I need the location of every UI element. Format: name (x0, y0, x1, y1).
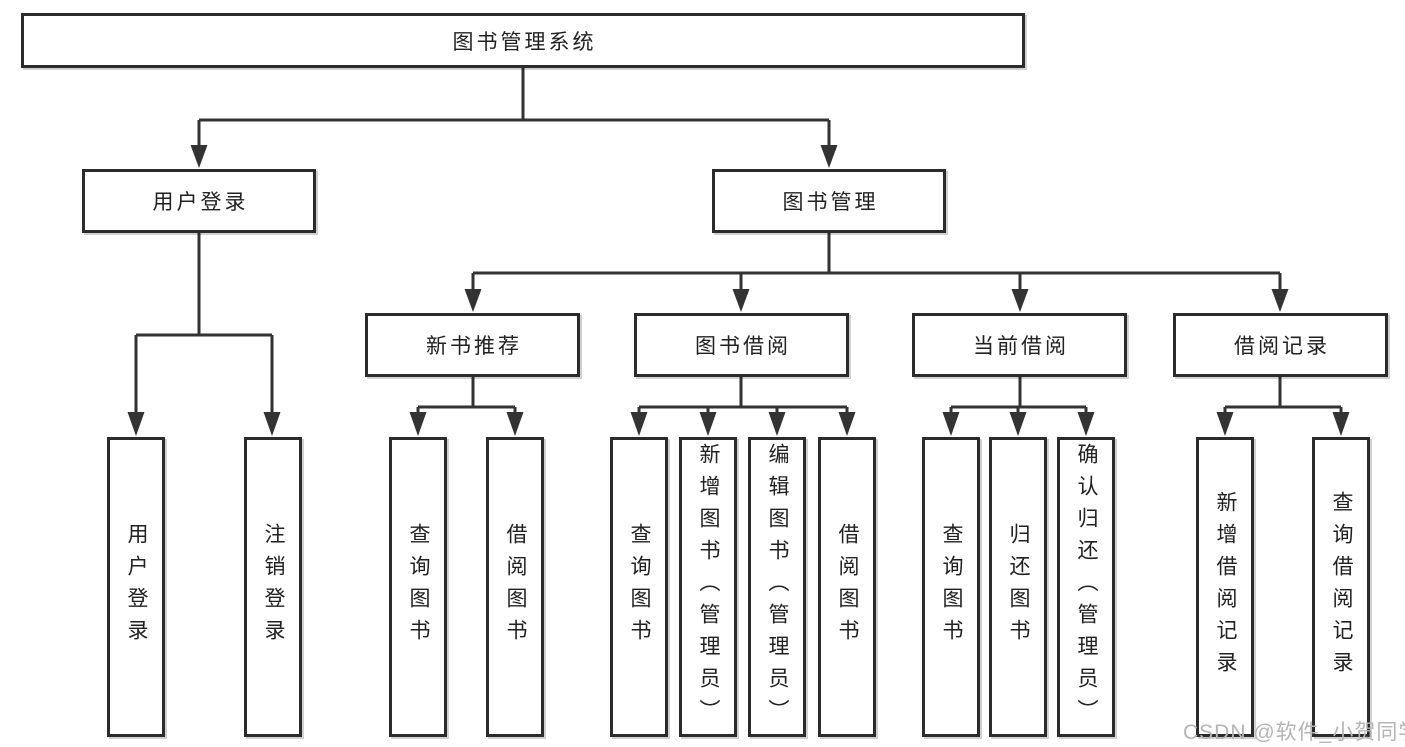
leaf-borrow-books-borrowing: 借阅图书 (818, 437, 876, 737)
arrow-down-icon (1077, 412, 1095, 436)
arrow-down-icon (1271, 289, 1289, 312)
node-book-management: 图书管理 (712, 169, 946, 233)
leaf-label: 归还图书 (1007, 523, 1030, 651)
arrow-down-icon (263, 412, 281, 436)
arrow-down-icon (190, 145, 208, 168)
leaf-query-books-current: 查询图书 (922, 437, 980, 737)
leaf-confirm-return-admin: 确认归还（管理员） (1057, 437, 1115, 737)
leaf-logout: 注销登录 (244, 437, 302, 737)
leaf-label: 查询借阅记录 (1330, 491, 1353, 683)
leaf-label: 查询图书 (407, 523, 430, 651)
leaf-return-books: 归还图书 (989, 437, 1047, 737)
leaf-add-book-admin: 新增图书（管理员） (679, 437, 737, 737)
leaf-label: 借阅图书 (504, 523, 527, 651)
leaf-label: 用户登录 (125, 523, 148, 651)
arrowhead-icons (127, 145, 1350, 436)
arrow-down-icon (942, 412, 960, 436)
arrow-down-icon (409, 412, 427, 436)
node-current-borrowing: 当前借阅 (912, 313, 1127, 377)
node-new-book-recommendation: 新书推荐 (365, 313, 580, 377)
arrow-down-icon (820, 145, 838, 168)
arrow-down-icon (464, 289, 482, 312)
leaf-label: 查询图书 (628, 523, 651, 651)
node-library-management-system: 图书管理系统 (21, 13, 1025, 68)
leaf-label: 查询图书 (940, 523, 963, 651)
leaf-label: 新增图书（管理员） (697, 443, 720, 731)
arrow-down-icon (1009, 412, 1027, 436)
leaf-user-login: 用户登录 (107, 437, 165, 737)
node-user-login: 用户登录 (82, 169, 316, 233)
leaf-borrow-books-recommend: 借阅图书 (486, 437, 544, 737)
arrow-down-icon (699, 412, 717, 436)
arrow-down-icon (1011, 289, 1029, 312)
leaf-query-books-recommend: 查询图书 (389, 437, 447, 737)
leaf-label: 确认归还（管理员） (1075, 443, 1098, 731)
leaf-label: 新增借阅记录 (1214, 491, 1237, 683)
arrow-down-icon (506, 412, 524, 436)
arrow-down-icon (768, 412, 786, 436)
leaf-edit-book-admin: 编辑图书（管理员） (748, 437, 806, 737)
leaf-add-borrow-record: 新增借阅记录 (1196, 437, 1254, 737)
leaf-query-borrow-record: 查询借阅记录 (1312, 437, 1370, 737)
leaf-query-books-borrowing: 查询图书 (610, 437, 668, 737)
arrow-down-icon (630, 412, 648, 436)
node-book-borrowing: 图书借阅 (634, 313, 849, 377)
leaf-label: 编辑图书（管理员） (766, 443, 789, 731)
node-borrowing-records: 借阅记录 (1173, 313, 1388, 377)
arrow-down-icon (732, 289, 750, 312)
arrow-down-icon (127, 412, 145, 436)
leaf-label: 注销登录 (262, 523, 285, 651)
arrow-down-icon (1216, 412, 1234, 436)
arrow-down-icon (838, 412, 856, 436)
arrow-down-icon (1332, 412, 1350, 436)
watermark: CSDN @软件_小贺同学 (1183, 721, 1405, 744)
leaf-label: 借阅图书 (836, 523, 859, 651)
tree-branch-lines (134, 68, 1343, 413)
